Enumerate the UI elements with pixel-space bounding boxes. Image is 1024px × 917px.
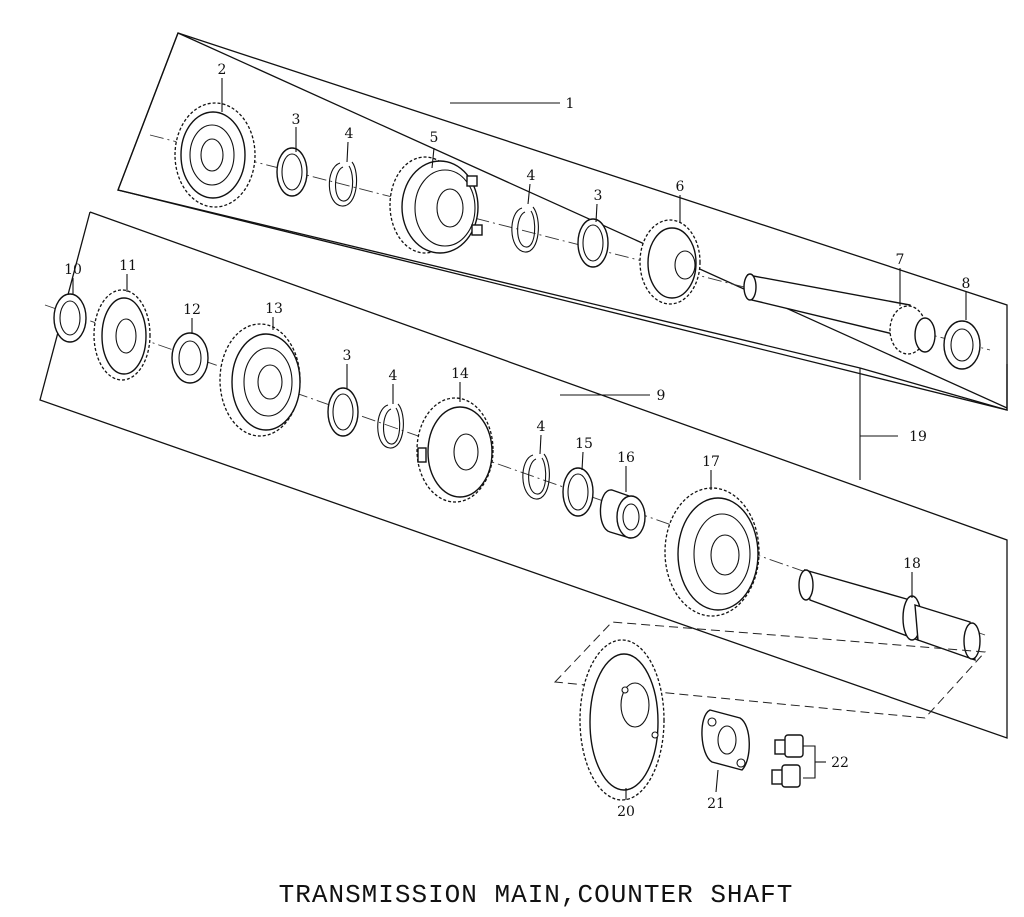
bolts-22 [771,734,804,788]
callout-17: 17 [702,454,720,470]
callout-12: 12 [183,302,201,318]
callout-4-lower-right: 4 [537,419,546,435]
callout-19: 19 [909,429,927,445]
callout-13: 13 [265,301,283,317]
counter-shaft-18 [798,569,981,662]
bushing-16 [599,489,646,539]
callout-5: 5 [430,130,439,146]
callout-11: 11 [119,258,137,274]
washer-3-lower [327,387,359,437]
main-gear-6 [639,219,701,305]
diagram-title: TRANSMISSION MAIN,COUNTER SHAFT [279,880,794,910]
drive-sprocket-20 [579,639,665,801]
washer-8 [943,320,981,370]
callout-3-top-left: 3 [292,112,301,128]
callout-10: 10 [64,262,82,278]
main-shaft-panel-border [117,32,1008,411]
main-gear-2 [174,102,256,208]
callout-15: 15 [575,436,593,452]
washer-12 [171,332,209,384]
callout-14: 14 [451,366,469,382]
circlip-4-top-right [511,206,539,253]
callout-8: 8 [962,276,971,292]
callout-4-top-left: 4 [345,126,354,142]
callout-2: 2 [218,62,227,78]
counter-gear-17 [664,487,760,617]
callout-22: 22 [831,755,849,771]
callout-1: 1 [566,96,575,112]
washer-15 [562,467,594,517]
counter-shaft-axis [44,304,986,636]
counter-gear-13 [219,323,301,437]
washer-3-top-right [577,218,609,268]
washer-10 [53,293,87,343]
washer-3-top-left [276,147,308,197]
counter-gear-11 [93,289,151,381]
callout-6: 6 [676,179,685,195]
callout-3-lower: 3 [343,348,352,364]
callout-4-top-right: 4 [527,168,536,184]
lock-plate-21 [701,709,750,771]
callout-20: 20 [617,804,635,820]
counter-gear-14 [416,397,494,503]
shifter-gear-5 [389,156,483,254]
callout-16: 16 [617,450,635,466]
circlip-4-top-left [328,161,358,207]
callout-9: 9 [657,388,666,404]
main-shaft-7 [743,273,936,355]
counter-shaft-panel-border [39,211,1008,739]
callout-3-top-right: 3 [594,188,603,204]
callout-18: 18 [903,556,921,572]
sprocket-group-outline [553,621,987,719]
callout-7: 7 [896,252,905,268]
callout-4-lower-left: 4 [389,368,398,384]
circlip-4-lower-left [377,403,404,449]
circlip-4-lower-right [522,453,550,500]
leader-lines [72,78,967,800]
callout-21: 21 [707,796,725,812]
